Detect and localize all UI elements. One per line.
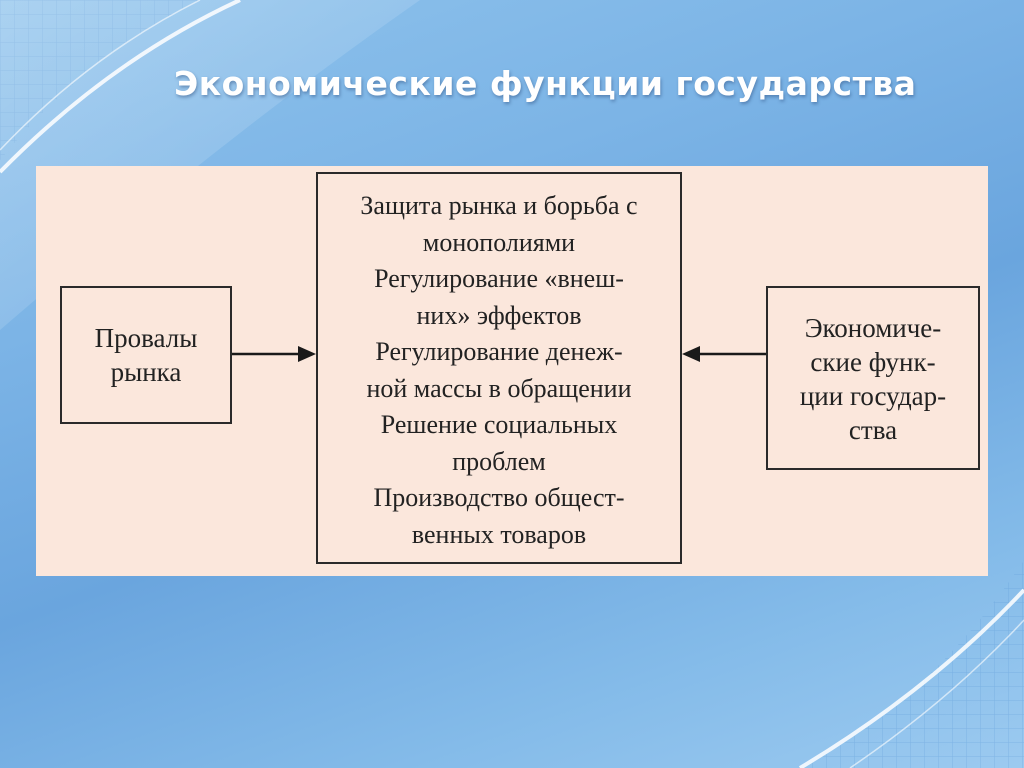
slide-title: Экономические функции государства	[174, 64, 917, 103]
arrow-right-to-center	[682, 346, 766, 362]
box-text-line: Производство общест-	[373, 483, 625, 512]
box-text-line: Защита рынка и борьба с	[360, 191, 638, 220]
box-text-line: рынка	[110, 357, 182, 387]
box-text-line: Регулирование «внеш-	[374, 264, 624, 293]
diagram-panel: Провалы рынка Защита рынка и борьба с мо…	[36, 166, 988, 576]
swoosh-arc-top	[0, 0, 241, 174]
box-text-line: ной массы в обращении	[366, 373, 632, 403]
box-text-line: монополиями	[422, 227, 576, 257]
box-text-line: Регулирование денеж-	[375, 337, 623, 366]
arrow-left-to-center	[232, 346, 316, 362]
box-text-line: них» эффектов	[416, 300, 582, 330]
box-text-line: Решение социальных	[380, 410, 618, 439]
box-text-line: ства	[848, 415, 898, 445]
functions-list-box: Защита рынка и борьба с монополиями Регу…	[316, 172, 682, 564]
box-text-line: проблем	[452, 446, 546, 476]
state-economic-functions-box: Экономиче- ские функ- ции государ- ства	[766, 286, 980, 470]
box-text-line: ские функ-	[810, 347, 936, 377]
market-failures-box: Провалы рынка	[60, 286, 232, 424]
swoosh-arc-bottom	[798, 588, 1024, 768]
grid-corner-bottom-right	[800, 560, 1024, 768]
box-text-line: венных товаров	[411, 519, 587, 549]
box-text-line: Экономиче-	[804, 313, 942, 343]
box-text-line: ции государ-	[799, 381, 947, 411]
box-text-line: Провалы	[94, 323, 198, 353]
